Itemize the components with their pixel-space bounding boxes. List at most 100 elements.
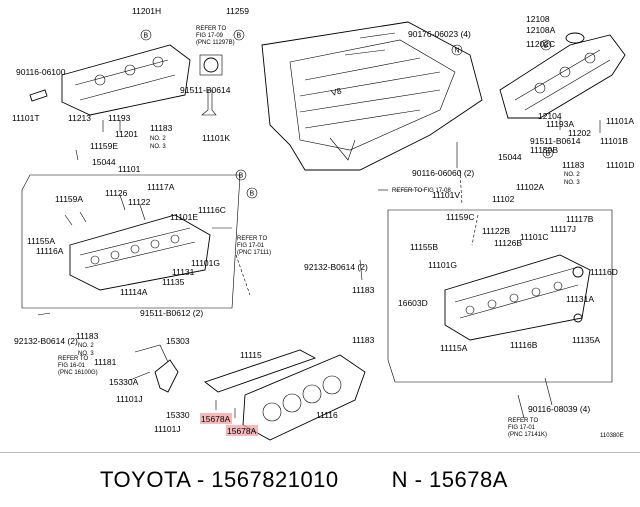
ref5-line2: FIG 17-01 xyxy=(508,425,536,431)
label-11101a: 11101A xyxy=(606,116,634,126)
label-91511-b0614: 91511-B0614 xyxy=(180,85,231,95)
ref1-line1: REFER TO xyxy=(196,26,226,32)
bolts xyxy=(37,142,553,419)
label-11114a: 11114A xyxy=(120,287,148,297)
svg-text:V8: V8 xyxy=(330,86,343,98)
qty-no3-a: NO. 3 xyxy=(150,144,166,150)
label-15044-b: 15044 xyxy=(498,152,522,162)
circle-n1: N xyxy=(455,48,460,55)
footer-text: TOYOTA - 1567821010 N - 15678A xyxy=(100,467,508,493)
part-labels: 11201H 11259 90176-06023 (4) 12108 12108… xyxy=(12,6,635,439)
head-gasket-upper-part[interactable] xyxy=(204,349,317,393)
highlight-15678a-2 xyxy=(226,425,258,436)
label-11102: 11102 xyxy=(492,194,515,204)
label-11155a: 11155A xyxy=(27,236,55,246)
label-11116b: 11116B xyxy=(510,340,538,350)
label-11122: 11122 xyxy=(128,197,151,207)
ref4-line2: FIG 16-01 xyxy=(58,363,86,369)
engine-cover-part[interactable]: V8 xyxy=(261,21,483,171)
label-15330: 15330 xyxy=(166,410,190,420)
circle-b6: B xyxy=(546,151,551,158)
label-11183-a: 11183 xyxy=(150,123,173,133)
right-cylinder-head-part[interactable] xyxy=(444,254,591,341)
cylinder-head-gasket-part[interactable] xyxy=(242,354,366,441)
label-11101k: 11101K xyxy=(202,133,230,143)
label-92132-b0614-a: 92132-B0614 (2) xyxy=(14,336,78,346)
qty-no3-b: NO. 3 xyxy=(78,351,94,357)
label-15678a-2: 15678A xyxy=(227,426,257,436)
label-11117b: 11117B xyxy=(566,214,594,224)
label-11117j: 11117J xyxy=(550,224,576,234)
ref3-line1: REFER TO xyxy=(237,236,267,242)
left-valve-cover-part[interactable] xyxy=(29,44,191,132)
label-11116: 11116 xyxy=(316,410,338,420)
label-11202c: 11202C xyxy=(526,39,555,49)
label-91511-b0612: 91511-B0612 (2) xyxy=(140,308,203,318)
ref5-line3: (PNC 17141K) xyxy=(508,432,547,438)
label-15678a-1: 15678A xyxy=(201,414,231,424)
label-11101d: 11101D xyxy=(606,160,635,170)
label-11116a: 11116A xyxy=(36,246,64,256)
right-valve-cover-part[interactable] xyxy=(499,32,626,133)
label-11126: 11126 xyxy=(105,188,128,198)
label-12104: 12104 xyxy=(538,111,562,121)
label-11131: 11131 xyxy=(172,267,195,277)
footer-sep-2: - xyxy=(414,467,423,492)
label-11101j-2: 11101J xyxy=(154,424,181,434)
label-11101t: 11101T xyxy=(12,113,40,123)
label-15330a: 15330A xyxy=(109,377,139,387)
callout-circles: B B B B N B B xyxy=(140,29,554,199)
circle-b5: B xyxy=(544,43,549,50)
diagram-code: 110380E xyxy=(600,433,624,439)
ref1-line3: (PNC 11297B) xyxy=(196,40,235,46)
label-11183-d: 11183 xyxy=(352,285,375,295)
label-91511-b0614-b: 91511-B0614 xyxy=(530,136,581,146)
label-15303: 15303 xyxy=(166,336,190,346)
qty-no2-a: NO. 2 xyxy=(150,136,166,142)
ref4-line3: (PNC 16100G) xyxy=(58,370,98,376)
circle-b4: B xyxy=(250,191,255,198)
ref4-line1: REFER TO xyxy=(58,356,88,362)
label-11159a: 11159A xyxy=(55,194,83,204)
oil-filler-cap-part[interactable] xyxy=(199,54,223,116)
water-outlet-part[interactable] xyxy=(129,344,179,393)
label-12108a: 12108A xyxy=(526,25,556,35)
label-11122b: 11122B xyxy=(482,226,510,236)
label-11159e: 11159E xyxy=(90,141,118,151)
label-11101g: 11101G xyxy=(191,258,220,268)
label-15044-a: 15044 xyxy=(92,157,116,167)
label-11183-e: 11183 xyxy=(352,335,375,345)
label-11159b: 11159B xyxy=(530,145,558,155)
label-11117a: 11117A xyxy=(147,182,175,192)
label-11115: 11115 xyxy=(240,350,262,360)
ref3-line2: FIG 17-01 xyxy=(237,243,265,249)
label-90116-08039: 90116-08039 (4) xyxy=(528,404,590,414)
label-11193a: 11193A xyxy=(546,119,574,129)
qty-no2-b: NO. 2 xyxy=(78,343,94,349)
circle-b2: B xyxy=(237,33,242,40)
label-11116d: 11116D xyxy=(590,267,618,277)
label-11101v: 11101V xyxy=(432,190,460,200)
highlight-15678a-1 xyxy=(200,413,232,424)
qty-no2-c: NO. 2 xyxy=(564,172,580,178)
label-11155b: 11155B xyxy=(410,242,438,252)
footer-sep-1: - xyxy=(196,467,205,492)
label-11193: 11193 xyxy=(108,113,131,123)
label-11101: 11101 xyxy=(118,164,141,174)
refer-to-notes: REFER TO FIG 17-09 (PNC 11297B) REFER TO… xyxy=(58,26,547,438)
ref3-line3: (PNC 17111) xyxy=(237,250,271,256)
label-11201h: 11201H xyxy=(132,6,161,16)
ref2: REFER TO FIG 17-08 xyxy=(392,188,451,194)
left-cylinder-head-part[interactable] xyxy=(64,194,211,291)
ref1-line2: FIG 17-09 xyxy=(196,33,224,39)
exploded-parts-diagram: V8 xyxy=(12,6,635,441)
ref5-line1: REFER TO xyxy=(508,418,538,424)
footer-part-number: 1567821010 xyxy=(211,467,339,492)
label-11183-b: 11183 xyxy=(76,331,99,341)
circle-b3: B xyxy=(239,173,244,180)
footer-n: N xyxy=(391,467,408,492)
label-11202: 11202 xyxy=(568,128,591,138)
footer-brand: TOYOTA xyxy=(100,467,191,492)
label-11213: 11213 xyxy=(68,113,91,123)
label-12108: 12108 xyxy=(526,14,550,24)
